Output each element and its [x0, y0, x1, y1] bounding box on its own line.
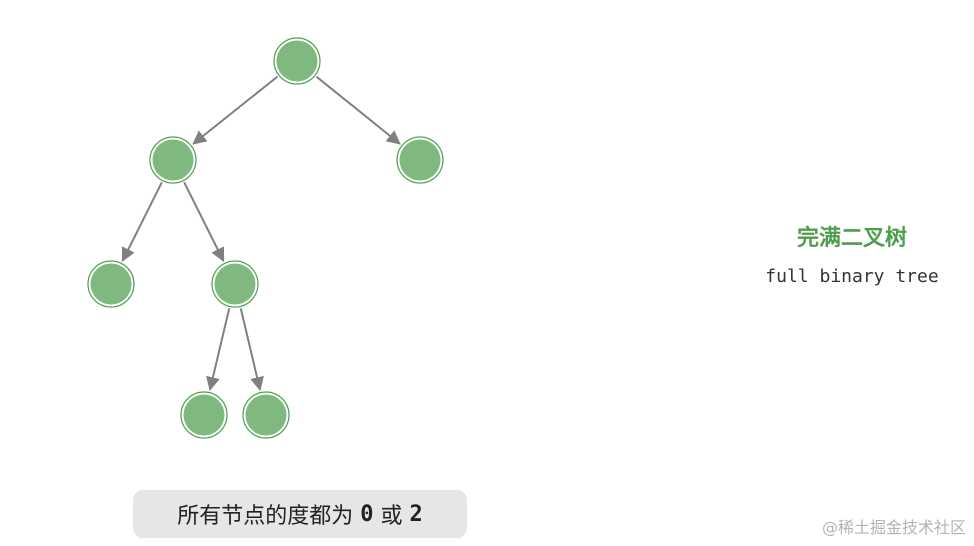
node-fill	[245, 394, 287, 436]
node-fill	[90, 263, 132, 305]
edge-l-ll	[121, 181, 163, 262]
tree-node-root	[273, 37, 321, 85]
node-fill	[214, 263, 256, 305]
edges-layer	[121, 75, 401, 392]
diagram-title-english: full binary tree	[765, 266, 939, 287]
node-fill	[183, 394, 225, 436]
node-fill	[399, 139, 441, 181]
node-fill	[152, 139, 194, 181]
caption-box: 所有节点的度都为 0 或 2	[133, 490, 467, 538]
tree-node-r	[396, 136, 444, 184]
caption-value-zero: 0	[360, 501, 374, 527]
tree-node-ll	[87, 260, 135, 308]
tree-node-lrr	[242, 391, 290, 439]
caption-value-two: 2	[409, 501, 423, 527]
caption-connector: 或	[373, 504, 410, 529]
edge-root-l	[192, 75, 279, 145]
tree-node-l	[149, 136, 197, 184]
node-fill	[276, 40, 318, 82]
edge-l-lr	[183, 181, 225, 262]
caption-text: 所有节点的度都为	[177, 504, 361, 529]
nodes-layer	[87, 37, 444, 439]
edge-root-r	[315, 75, 401, 145]
watermark: @稀土掘金技术社区	[821, 518, 966, 537]
tree-node-lr	[211, 260, 259, 308]
edge-lr-lrr	[239, 308, 264, 392]
diagram-title-chinese: 完满二叉树	[796, 226, 907, 251]
edge-lr-lrl	[206, 308, 231, 392]
tree-node-lrl	[180, 391, 228, 439]
